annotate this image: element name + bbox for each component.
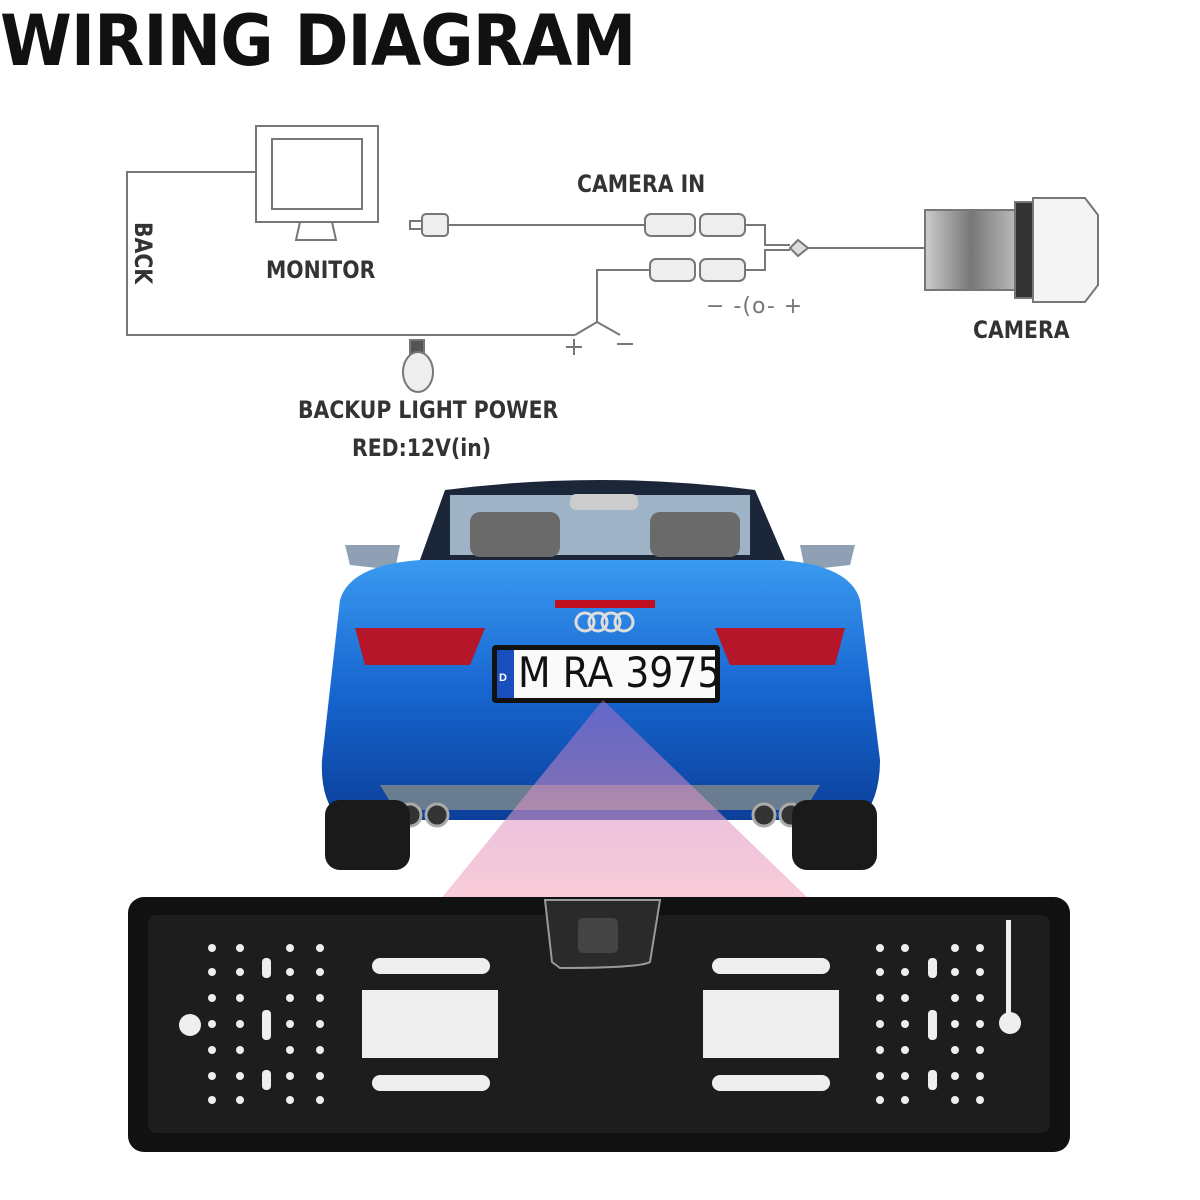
led-hole (976, 1072, 984, 1080)
led-hole (286, 968, 294, 976)
backup-light-power-label: BACKUP LIGHT POWER (298, 396, 559, 424)
back-label: BACK (129, 222, 157, 285)
led-hole (901, 1096, 909, 1104)
bulb-icon (402, 339, 434, 393)
camera-wire (745, 224, 925, 271)
led-hole (976, 968, 984, 976)
led-hole (236, 1072, 244, 1080)
led-hole (876, 1096, 884, 1104)
led-hole (901, 1072, 909, 1080)
led-hole (236, 1096, 244, 1104)
led-hole (951, 1072, 959, 1080)
wiring-diagram (126, 125, 1099, 393)
camera-label: CAMERA (973, 316, 1070, 344)
led-hole (286, 1046, 294, 1054)
led-hole (316, 1046, 324, 1054)
monitor-icon (255, 125, 379, 241)
led-hole (208, 1096, 216, 1104)
led-hole (286, 1072, 294, 1080)
led-hole (286, 1096, 294, 1104)
led-hole (876, 968, 884, 976)
led-hole (901, 1020, 909, 1028)
led-hole (976, 994, 984, 1002)
led-hole (951, 968, 959, 976)
rca-plug-icon (409, 213, 645, 237)
led-hole (951, 1046, 959, 1054)
led-hole (236, 944, 244, 952)
led-hole (208, 1046, 216, 1054)
led-hole (951, 944, 959, 952)
led-hole (951, 1096, 959, 1104)
license-plate-frame-image (128, 897, 1070, 1152)
led-hole (236, 994, 244, 1002)
plate-text: M RA 3975 (518, 648, 722, 697)
led-hole (286, 1020, 294, 1028)
camera-beam (440, 700, 810, 900)
camera-icon (924, 197, 1099, 303)
led-hole (976, 1096, 984, 1104)
led-hole (876, 994, 884, 1002)
led-hole (876, 944, 884, 952)
dc-symbol-label: − -(o- + (706, 294, 804, 319)
led-hole (286, 944, 294, 952)
led-hole (316, 1020, 324, 1028)
led-hole (316, 1096, 324, 1104)
led-hole (316, 1072, 324, 1080)
plate-country: D (499, 672, 507, 684)
led-hole (976, 1020, 984, 1028)
camera-in-label: CAMERA IN (577, 170, 706, 198)
led-hole (876, 1072, 884, 1080)
led-hole (236, 1046, 244, 1054)
red-12v-label: RED:12V(in) (352, 434, 492, 462)
led-hole (208, 1072, 216, 1080)
rca-connector-icon (644, 213, 746, 282)
led-hole (901, 994, 909, 1002)
led-hole (976, 1046, 984, 1054)
led-hole (876, 1020, 884, 1028)
monitor-label: MONITOR (266, 256, 376, 284)
led-hole (208, 994, 216, 1002)
led-hole (901, 944, 909, 952)
polarity-marks (566, 339, 633, 355)
led-hole (876, 1046, 884, 1054)
led-hole (976, 944, 984, 952)
power-wire (574, 269, 650, 336)
led-hole (236, 1020, 244, 1028)
led-hole (286, 994, 294, 1002)
page-title: WIRING DIAGRAM (0, 0, 636, 82)
led-hole (901, 1046, 909, 1054)
led-hole (236, 968, 244, 976)
led-hole (951, 994, 959, 1002)
led-hole (316, 994, 324, 1002)
led-hole (208, 1020, 216, 1028)
led-hole (951, 1020, 959, 1028)
led-hole (316, 944, 324, 952)
led-hole (208, 968, 216, 976)
led-hole (901, 968, 909, 976)
led-hole (208, 944, 216, 952)
back-wire (126, 171, 575, 336)
led-hole (316, 968, 324, 976)
car-image (321, 480, 880, 870)
